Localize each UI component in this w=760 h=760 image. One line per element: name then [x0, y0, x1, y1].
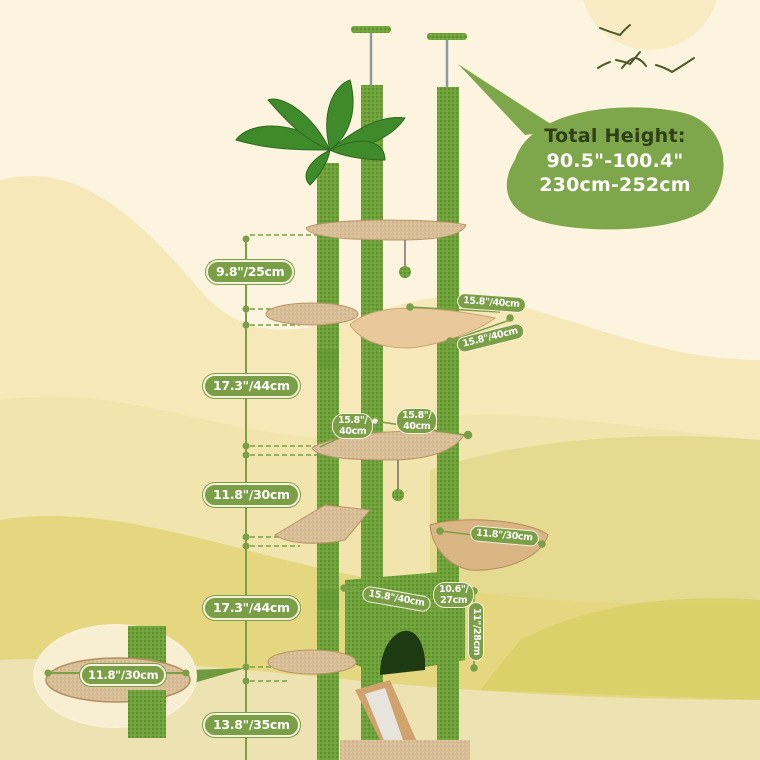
callout-inches: 90.5"-100.4" — [546, 150, 684, 172]
platform-right-label: 15.8"/ 40cm — [396, 408, 438, 434]
dimension-label-gap-2: 17.3"/44cm — [203, 374, 300, 398]
condo-height-label: 11"/28cm — [468, 602, 484, 662]
dimension-label-gap-1: 9.8"/25cm — [206, 260, 295, 284]
dimension-label-gap-4: 17.3"/44cm — [203, 596, 300, 620]
dimension-label-gap-3: 11.8"/30cm — [203, 483, 300, 507]
callout-title: Total Height: — [544, 125, 686, 147]
birds-icon — [597, 24, 695, 74]
callout-cm: 230cm-252cm — [539, 174, 691, 196]
platform-left-label: 15.8"/ 40cm — [332, 413, 374, 439]
inset-platform-diameter-label: 11.8"/30cm — [80, 664, 167, 686]
total-height-callout: Total Height: 90.5"-100.4" 230cm-252cm — [510, 112, 720, 222]
condo-width-label: 10.6"/ 27cm — [433, 582, 475, 608]
dimension-label-gap-5: 13.8"/35cm — [203, 713, 300, 737]
